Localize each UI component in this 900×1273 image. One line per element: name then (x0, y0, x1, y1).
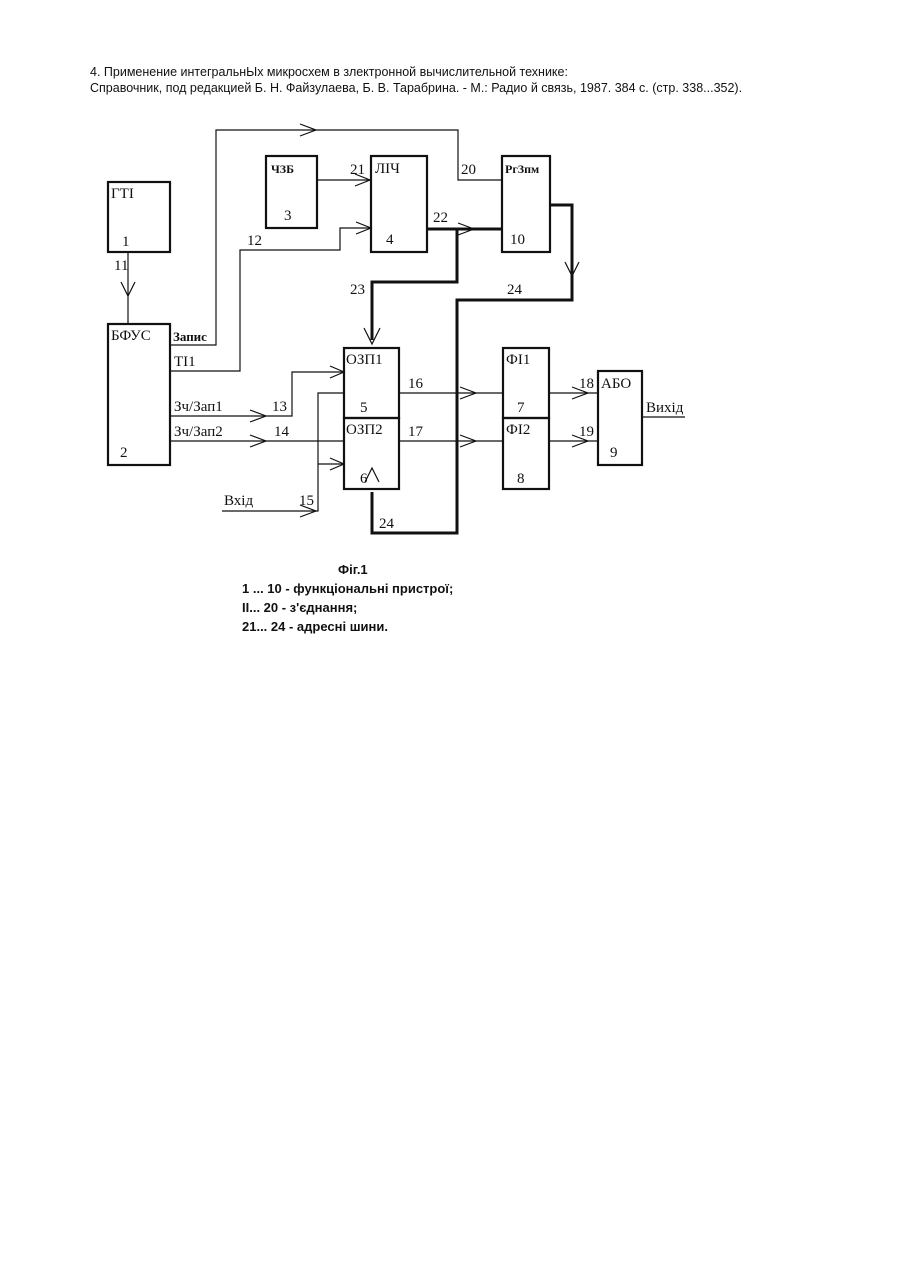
block-bfus-num: 2 (120, 445, 128, 461)
connection-17: 17 (408, 424, 424, 440)
block-gti-num: 1 (122, 234, 130, 250)
figure-caption: Фіг.1 1 ... 10 - функціональні пристрої;… (242, 560, 453, 636)
block-ozp1-num: 5 (360, 400, 368, 416)
block-ozp2-num: 6 (360, 471, 368, 487)
address-buses (372, 205, 572, 533)
signal-zch-zap2: Зч/Зап2 (174, 424, 223, 440)
signal-vkhid: Вхід (224, 493, 253, 509)
connection-18: 18 (579, 376, 594, 392)
bus-24-bottom-label: 24 (379, 516, 395, 532)
block-abo-num: 9 (610, 445, 618, 461)
signal-ti1: ТІ1 (174, 354, 196, 370)
line-12 (170, 228, 371, 371)
connection-lines (128, 130, 685, 511)
block-fi2-num: 8 (517, 471, 525, 487)
block-lich-name: ЛІЧ (375, 161, 400, 177)
figure-title: Фіг.1 (242, 560, 453, 579)
bus-23-label: 23 (350, 282, 365, 298)
caption-line-1: 1 ... 10 - функціональні пристрої; (242, 579, 453, 598)
block-bfus (108, 324, 170, 465)
block-fi1-num: 7 (517, 400, 525, 416)
block-chzb-num: 3 (284, 208, 292, 224)
connection-13: 13 (272, 399, 287, 415)
arrowheads (121, 124, 588, 517)
block-chzb-name: ЧЗБ (271, 162, 294, 176)
block-rgzpm-name: РгЗпм (505, 162, 539, 176)
block-fi2-name: ФІ2 (506, 422, 530, 438)
bus-24-top-label: 24 (507, 282, 523, 298)
connection-14: 14 (274, 424, 290, 440)
connection-11: 11 (114, 258, 128, 274)
block-bfus-name: БФУС (111, 328, 151, 344)
line-zapys (170, 130, 502, 345)
connection-15: 15 (299, 493, 314, 509)
bus-24 (372, 205, 572, 533)
block-abo-name: АБО (601, 376, 631, 392)
block-fi1-name: ФІ1 (506, 352, 530, 368)
connection-12: 12 (247, 233, 262, 249)
bus-21-label: 21 (350, 162, 365, 178)
caption-line-2: ІІ... 20 - з'єднання; (242, 598, 453, 617)
connection-16: 16 (408, 376, 424, 392)
signal-zapys: Запис (173, 329, 207, 344)
block-lich-num: 4 (386, 232, 394, 248)
block-ozp2-name: ОЗП2 (346, 422, 383, 438)
signal-vykhid: Вихід (646, 400, 684, 416)
bus-22-label: 22 (433, 210, 448, 226)
connection-19: 19 (579, 424, 594, 440)
block-gti-name: ГТІ (111, 186, 134, 202)
block-rgzpm-num: 10 (510, 232, 525, 248)
bus-23 (372, 229, 457, 340)
connection-20: 20 (461, 162, 476, 178)
signal-zch-zap1: Зч/Зап1 (174, 399, 223, 415)
caption-line-3: 21... 24 - адресні шини. (242, 617, 453, 636)
block-ozp1-name: ОЗП1 (346, 352, 383, 368)
